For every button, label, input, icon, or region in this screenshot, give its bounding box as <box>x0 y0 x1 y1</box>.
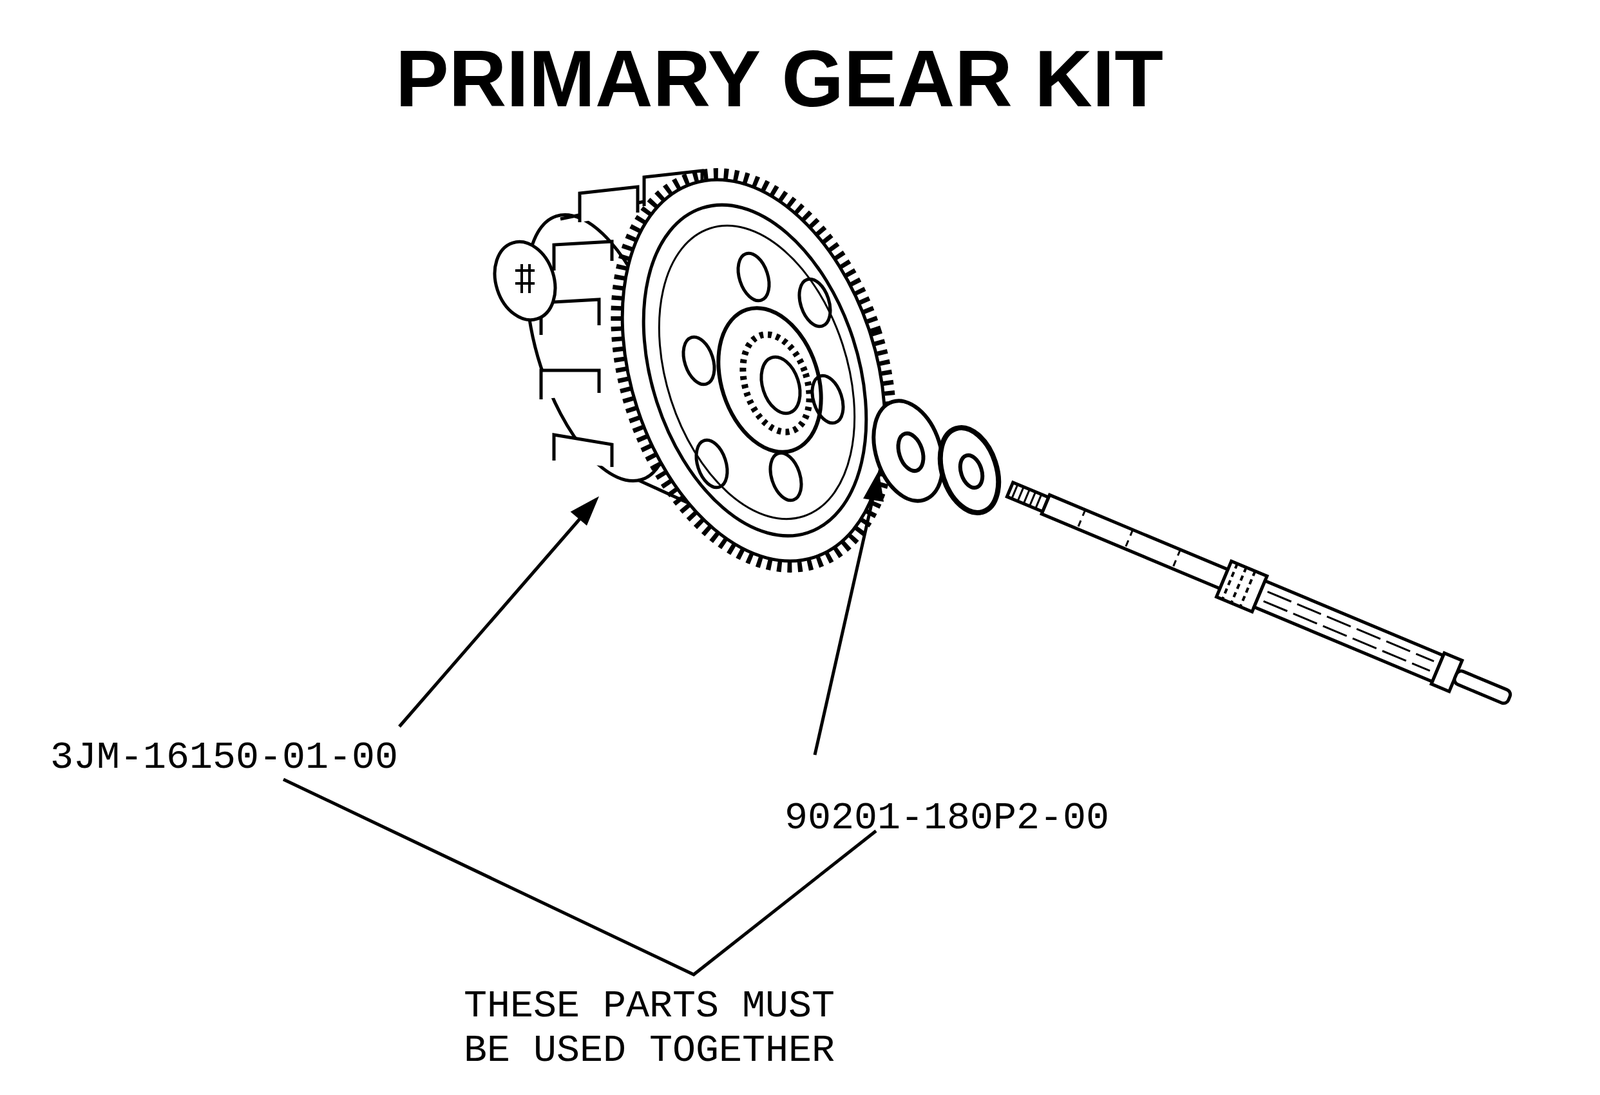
clutch-basket <box>497 137 939 604</box>
leader-lines <box>283 475 882 975</box>
thrust-plate <box>485 233 565 328</box>
part-number: 90201-180P2-00 <box>784 796 1110 841</box>
part-number: 3JM-16150-01-00 <box>50 735 399 781</box>
main-shaft <box>1002 471 1517 717</box>
note: THESE PARTS MUST BE USED TOGETHER <box>463 984 877 1074</box>
title: PRIMARY GEAR KIT <box>395 38 1164 119</box>
washers <box>861 391 1009 520</box>
